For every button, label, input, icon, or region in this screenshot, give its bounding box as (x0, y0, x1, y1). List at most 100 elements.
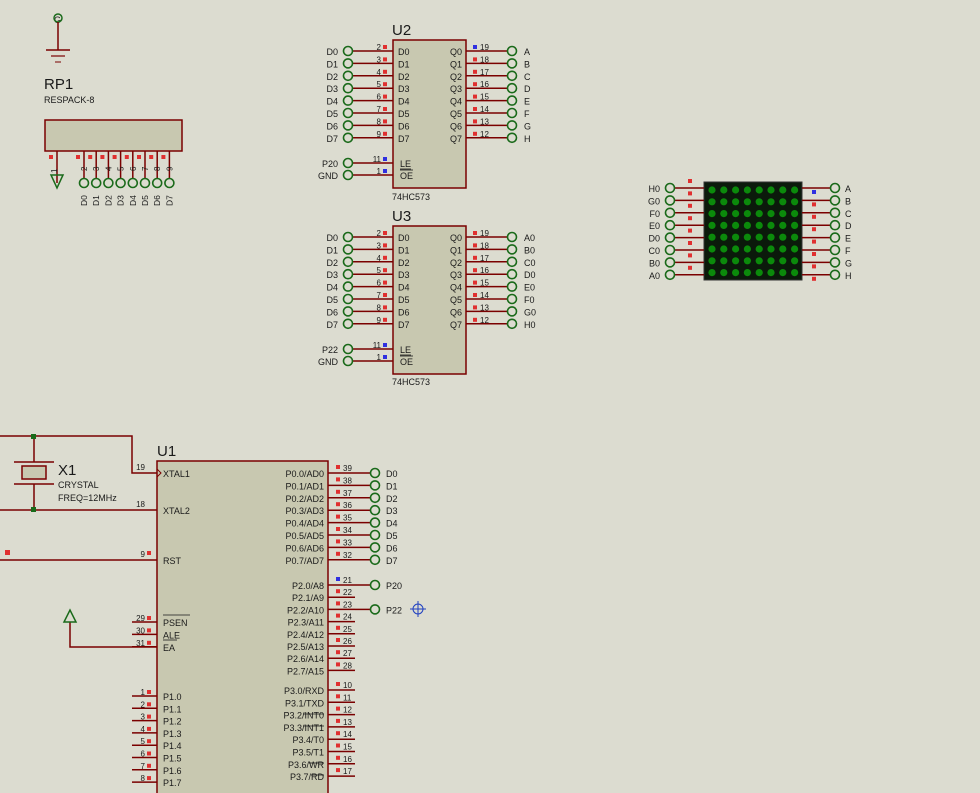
rp1-pin-num: 3 (92, 166, 101, 171)
matrix-right-terminal[interactable] (829, 269, 841, 281)
u3-input-terminal[interactable] (342, 256, 354, 268)
u3-output-terminal[interactable] (506, 268, 518, 280)
rp1-terminal[interactable] (127, 177, 139, 189)
u3-body[interactable] (392, 225, 467, 375)
u1-p0-terminal[interactable] (369, 492, 381, 504)
ea-power-wire[interactable] (62, 608, 157, 648)
u3-output-terminal[interactable] (506, 281, 518, 292)
matrix-left-terminal[interactable] (664, 244, 676, 256)
u2-input-terminal[interactable] (342, 132, 354, 144)
u1-p0-terminal[interactable] (369, 504, 381, 516)
u2-input-terminal[interactable] (342, 70, 354, 82)
u1-p2-terminal[interactable] (369, 579, 381, 591)
u2-input-terminal[interactable] (342, 82, 354, 94)
u3-input-terminal[interactable] (342, 281, 354, 292)
u2-input-terminal[interactable] (342, 45, 354, 57)
u1-p0-terminal[interactable] (369, 529, 381, 541)
rp1-terminal[interactable] (115, 177, 126, 189)
u1-p0-terminal[interactable] (369, 480, 381, 491)
u3-input-terminal[interactable] (342, 293, 354, 305)
u3-pin-label: D4 (398, 283, 410, 293)
rp1-terminal[interactable] (78, 177, 90, 189)
u3-output-net: G0 (524, 307, 536, 317)
u2-input-terminal[interactable] (342, 120, 354, 131)
rp1-terminal[interactable] (164, 177, 175, 189)
matrix-right-terminal[interactable] (829, 195, 841, 206)
u2-oe-terminal[interactable] (342, 169, 354, 181)
x1-crystal[interactable]: X1 CRYSTAL FREQ=12MHz (0, 434, 157, 512)
u3-input-terminal[interactable] (342, 231, 354, 243)
u2-output-terminal[interactable] (506, 45, 518, 57)
matrix-right-terminal[interactable] (829, 244, 841, 256)
u2-output-terminal[interactable] (506, 107, 518, 119)
matrix-left-terminal[interactable] (664, 207, 676, 219)
u3-output-terminal[interactable] (506, 231, 518, 243)
matrix-right-terminal[interactable] (829, 257, 841, 268)
matrix-left-terminal[interactable] (664, 195, 676, 206)
u1-p0-terminal[interactable] (369, 554, 381, 566)
matrix-left-net: C0 (648, 246, 660, 256)
matrix-right-terminal[interactable] (829, 182, 841, 194)
u1-p0-terminal[interactable] (369, 542, 381, 553)
u2-input-terminal[interactable] (342, 95, 354, 106)
matrix-left-terminal[interactable] (664, 257, 676, 268)
u1-p2-terminal[interactable] (369, 604, 381, 615)
u2-output-terminal[interactable] (506, 82, 518, 94)
u2-output-terminal[interactable] (506, 95, 518, 106)
u3-le-terminal[interactable] (342, 343, 354, 355)
rp1-component[interactable]: G RP1 RESPACK-8 1 2D03D14D25D36D47D58D69… (44, 13, 183, 206)
rp1-terminal[interactable] (139, 177, 151, 189)
u2-input-terminal[interactable] (342, 107, 354, 119)
pin-marker (383, 57, 387, 62)
u3-output-terminal[interactable] (506, 293, 518, 305)
led-matrix-body[interactable] (703, 181, 803, 281)
matrix-right-terminal[interactable] (829, 207, 841, 219)
u3-output-terminal[interactable] (506, 318, 518, 330)
u2-le-terminal[interactable] (342, 157, 354, 169)
crystal-body[interactable] (21, 465, 47, 480)
matrix-left-terminal[interactable] (664, 219, 676, 231)
matrix-right-terminal[interactable] (829, 219, 841, 231)
rp1-terminal[interactable] (103, 177, 114, 189)
u2-output-terminal[interactable] (506, 132, 518, 144)
u3-input-terminal[interactable] (342, 268, 354, 280)
u1-pin-num: 16 (343, 755, 352, 764)
matrix-left-terminal[interactable] (664, 182, 676, 194)
u2-pin-num: 17 (480, 68, 489, 77)
pin-marker (336, 718, 340, 723)
u2-input-terminal[interactable] (342, 58, 354, 69)
rp1-body[interactable] (44, 119, 183, 152)
matrix-left-terminal[interactable] (664, 232, 676, 243)
u3-output-terminal[interactable] (506, 244, 518, 255)
u3-oe-terminal[interactable] (342, 355, 354, 367)
u1-body[interactable] (156, 460, 329, 793)
u1-p0-terminal[interactable] (369, 517, 381, 528)
rp1-terminal[interactable] (151, 177, 163, 189)
u3-input-terminal[interactable] (342, 244, 354, 255)
pin-marker (688, 228, 692, 233)
u2-body[interactable] (392, 39, 467, 189)
pin-marker (336, 514, 340, 519)
u1-pin-num: 25 (343, 625, 352, 634)
u3-pin-label: Q1 (450, 245, 462, 255)
u2-reference: U2 (392, 22, 411, 39)
u2-output-terminal[interactable] (506, 58, 518, 69)
rp1-terminal[interactable] (90, 177, 102, 189)
rst-wire[interactable] (0, 550, 157, 561)
u3-input-terminal[interactable] (342, 306, 354, 317)
matrix-left-terminal[interactable] (664, 269, 676, 281)
u3-output-terminal[interactable] (506, 256, 518, 268)
u2-output-terminal[interactable] (506, 120, 518, 131)
pin-marker (473, 57, 477, 62)
crosshair-cursor-icon (410, 601, 426, 617)
u1-p0-terminal[interactable] (369, 467, 381, 479)
u2-output-terminal[interactable] (506, 70, 518, 82)
u3-input-terminal[interactable] (342, 318, 354, 330)
matrix-right-terminal[interactable] (829, 232, 841, 243)
u3-output-terminal[interactable] (506, 306, 518, 317)
